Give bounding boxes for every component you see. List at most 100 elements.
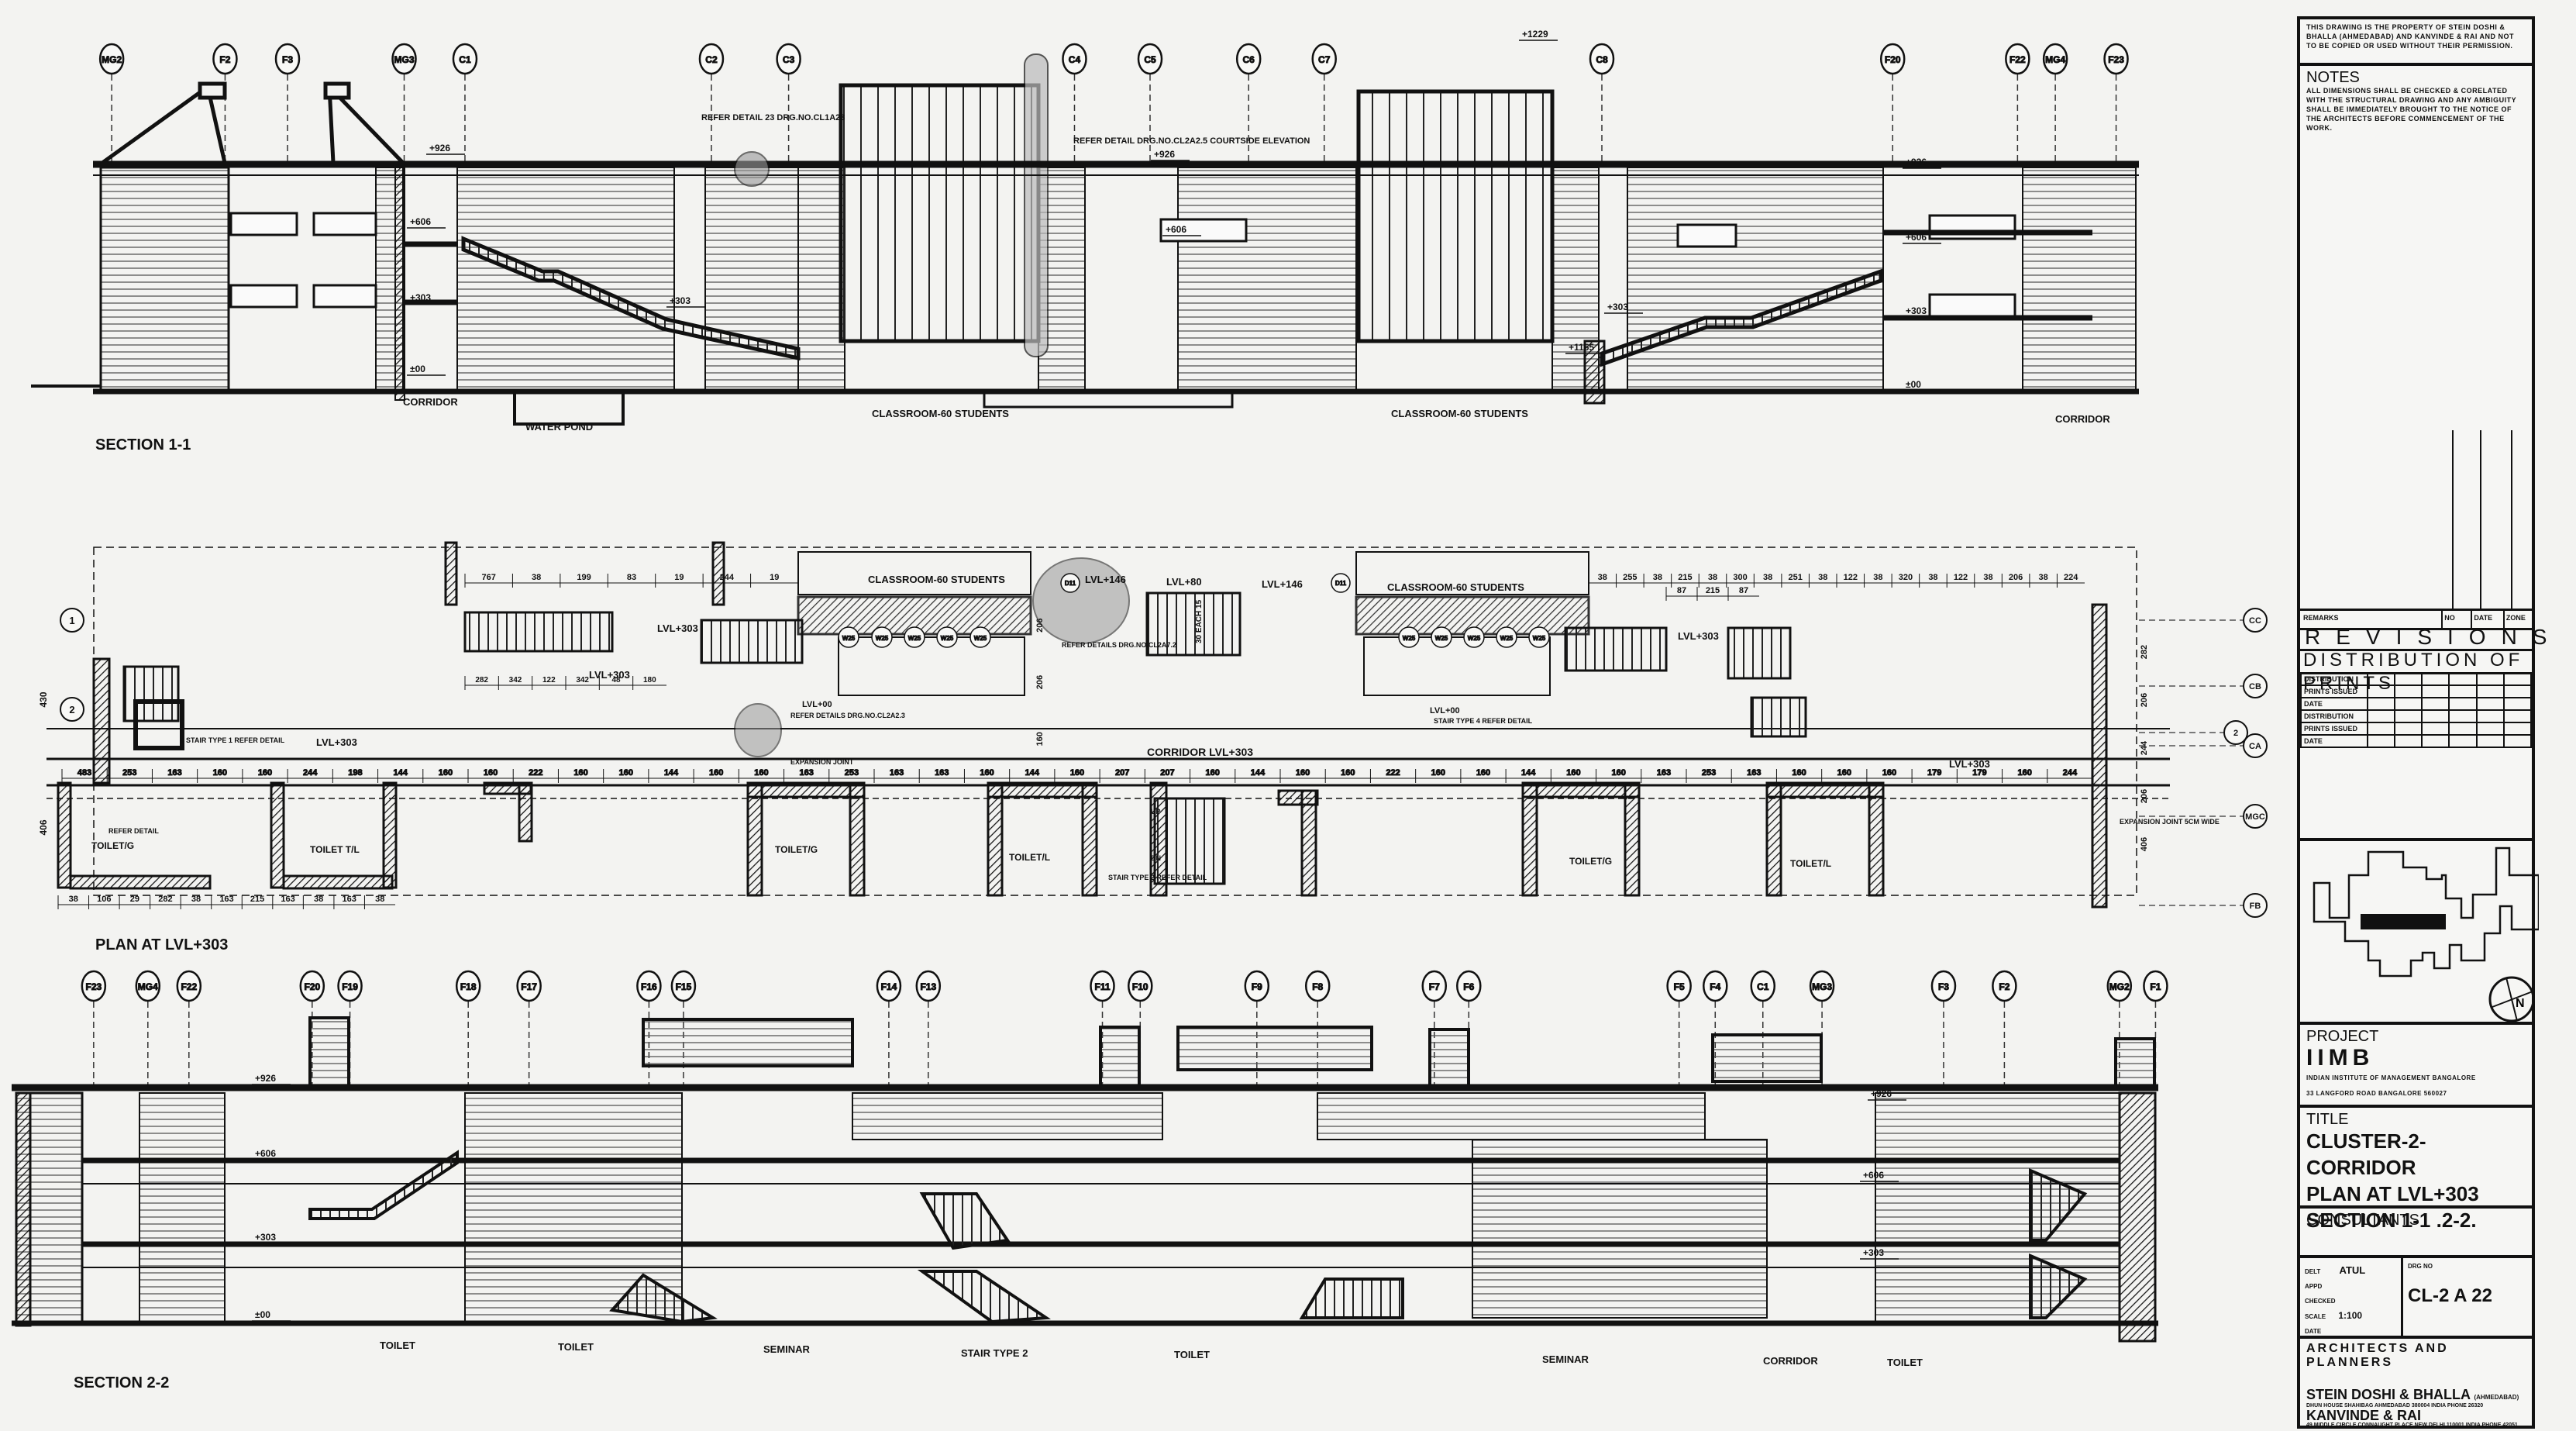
section-1-note: REFER DETAIL DRG.NO.CL2A2.5 COURTSIDE EL… — [1073, 136, 1310, 146]
project-full-name: INDIAN INSTITUTE OF MANAGEMENT BANGALORE — [2306, 1074, 2476, 1081]
room-label: SEMINAR — [1542, 1353, 1589, 1365]
level-value: +303 — [255, 1232, 276, 1243]
level-marker: +606 — [1860, 1170, 1899, 1182]
level-value: +303 — [1607, 302, 1628, 312]
dimension-value: 38 — [375, 895, 384, 904]
grid-label: F3 — [282, 54, 293, 65]
plan-note: UP — [1151, 808, 1161, 815]
title-line: SECTION 1-1 .2-2. — [2306, 1209, 2477, 1232]
dimension-value: 215 — [1678, 573, 1692, 582]
dimension-value: 206 — [1035, 675, 1045, 689]
dimension-value: 38 — [1763, 573, 1772, 582]
grid-bubble: F18 — [455, 970, 481, 1088]
grid-bubble: F19 — [337, 970, 363, 1088]
distribution-cell — [2394, 734, 2423, 748]
grid-bubble: F14 — [876, 970, 902, 1088]
dimension-value: 38 — [2039, 573, 2048, 582]
distribution-cell — [2421, 697, 2450, 711]
distribution-row-label: DISTRIBUTION — [2300, 672, 2368, 686]
room-label: CORRIDOR — [1763, 1355, 1818, 1367]
dimension-value: 144 — [1521, 768, 1536, 778]
revisions-label: REVISIONS — [2300, 626, 2547, 651]
col-no: NO — [2441, 611, 2471, 628]
dimension-value: 199 — [577, 573, 591, 582]
grid-label: F8 — [1312, 981, 1323, 992]
grid-label: F7 — [1429, 981, 1440, 992]
level-marker: +1229 — [1519, 29, 1558, 41]
grid-label: F23 — [2108, 54, 2124, 65]
level-marker: +926 — [426, 143, 465, 155]
grid-bubble: 1 — [60, 608, 84, 633]
distribution-cell — [2394, 672, 2423, 686]
dimension-value: 282 — [158, 895, 172, 904]
room-label: TOILET — [380, 1340, 415, 1351]
dimension-value: 160 — [573, 768, 587, 778]
svg-text:W25: W25 — [1403, 635, 1416, 642]
notes-box: NOTES ALL DIMENSIONS SHALL BE CHECKED & … — [2300, 66, 2532, 609]
dimension-value: 300 — [1733, 573, 1747, 582]
title-line: PLAN AT LVL+303 — [2306, 1182, 2479, 1205]
window-tag: W25 — [1496, 626, 1517, 648]
grid-bubble: F16 — [636, 970, 662, 1088]
grid-label: F2 — [1999, 981, 2009, 992]
level-value: ±00 — [255, 1309, 270, 1320]
distribution-cell — [2366, 684, 2396, 698]
level-value: +606 — [1863, 1170, 1884, 1181]
toilet-label: TOILET/G — [1569, 856, 1612, 867]
level-marker: +606 — [1162, 224, 1201, 236]
dimension-value: 38 — [1653, 573, 1662, 582]
level-value: +606 — [255, 1148, 276, 1159]
grid-label: C4 — [1069, 54, 1081, 65]
dimension-value: 222 — [1386, 768, 1400, 778]
dimension-value: 215 — [250, 895, 264, 904]
grid-label: F4 — [1710, 981, 1720, 992]
grid-bubble: F11 — [1090, 970, 1115, 1088]
dimension-value: 244 — [303, 768, 318, 778]
grid-label: C1 — [459, 54, 471, 65]
level-value: +606 — [1906, 232, 1927, 243]
room-label: WATER POND — [525, 421, 593, 433]
dimension-value: 38 — [69, 895, 78, 904]
svg-text:FB: FB — [2250, 902, 2261, 911]
dimension-value: 106 — [97, 895, 111, 904]
window-tag: W25 — [871, 626, 893, 648]
level-marker: +606 — [1903, 232, 1941, 244]
level-marker: ±00 — [1903, 379, 1941, 391]
dimension-value: 38 — [1983, 573, 1992, 582]
grid-bubble: C2 — [698, 43, 725, 164]
level-value: +303 — [1906, 305, 1927, 316]
toilet-label: TOILET/L — [1009, 852, 1050, 863]
consultants-heading: CONSULTANTS — [2306, 1212, 2419, 1229]
dimension-value: 160 — [709, 768, 723, 778]
room-label: LVL+303 — [589, 669, 630, 681]
scale-value: 1:100 — [2338, 1310, 2363, 1321]
grid-bubble: FB — [2139, 893, 2268, 918]
dimension-value: 160 — [1476, 768, 1490, 778]
distribution-row-label: PRINTS ISSUED — [2300, 722, 2368, 736]
dimension-value: 144 — [664, 768, 679, 778]
grid-label: C6 — [1243, 54, 1255, 65]
dimension-value: 38 — [532, 573, 541, 582]
window-tag: W25 — [936, 626, 958, 648]
dimension-value: 179 — [1972, 768, 1986, 778]
grid-label: F23 — [85, 981, 102, 992]
dimension-value: 160 — [1205, 768, 1219, 778]
key-plan-drawing: N — [2313, 847, 2540, 1022]
grid-label: MG2 — [2109, 981, 2130, 992]
grid-label: MG4 — [2045, 54, 2065, 65]
dimension-value: 180 — [643, 676, 656, 684]
dimension-value: 430 — [38, 691, 49, 707]
grid-bubble: F23 — [81, 970, 107, 1088]
dimension-value: 244 — [720, 573, 735, 582]
title-box: TITLE CLUSTER-2- CORRIDOR PLAN AT LVL+30… — [2300, 1108, 2532, 1232]
level-marker: +926 — [252, 1073, 291, 1085]
distribution-cell — [2475, 734, 2505, 748]
svg-text:W25: W25 — [941, 635, 954, 642]
dimension-value: 160 — [1792, 768, 1806, 778]
grid-label: F20 — [304, 981, 320, 992]
grid-label: F18 — [460, 981, 477, 992]
level-value: +1229 — [1522, 29, 1548, 40]
level-marker: +303 — [1860, 1247, 1899, 1260]
window-tag: W25 — [1463, 626, 1485, 648]
col-zone: ZONE — [2502, 611, 2532, 628]
